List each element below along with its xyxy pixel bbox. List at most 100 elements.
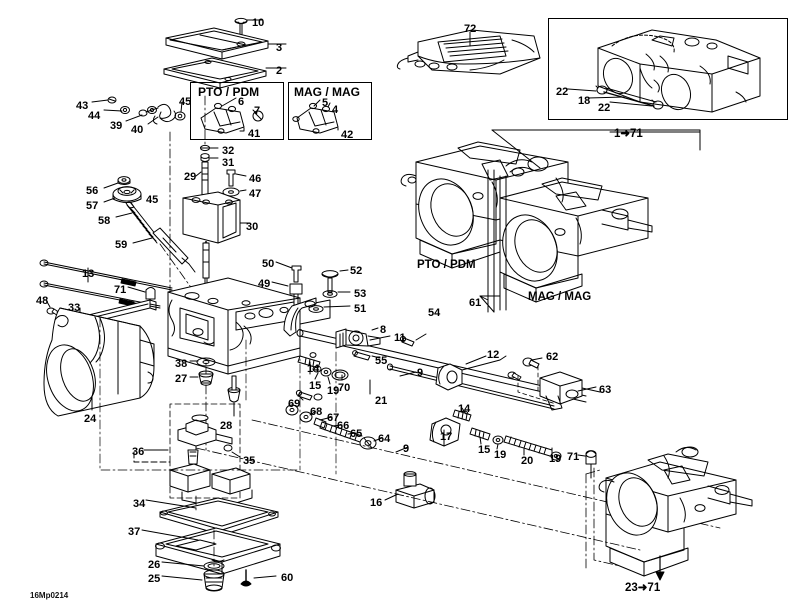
callout-56: 56 [86,185,99,197]
callout-5: 5 [322,97,329,109]
part-62-bolts [507,357,540,381]
part-15-19-right [469,427,504,445]
callout-39: 39 [110,120,123,132]
callout-20: 20 [521,455,534,467]
callout-41: 41 [248,128,261,140]
callout-48: 48 [36,295,49,307]
drawing-code: 16Mp0214 [30,591,69,600]
callout-15-right: 15 [478,444,491,456]
inset-pto-pdm-box [190,82,284,140]
part-27-nut [198,370,214,386]
callout-11: 11 [394,332,406,344]
part-16-fitting [395,471,436,509]
part-bracket-arm [283,297,317,337]
part-50-screw [291,265,302,283]
callout-16: 16 [370,497,383,509]
part-51-washer2 [308,305,324,313]
callout-49: 49 [258,278,271,290]
callout-55: 55 [375,355,388,367]
part-52-screw [321,270,339,293]
callout-14-left: 14 [307,363,320,375]
inset-mag-mag-box [288,82,372,140]
callout-42: 42 [341,129,354,141]
callout-68: 68 [310,406,323,418]
callout-72: 72 [464,23,477,35]
callout-21: 21 [375,395,388,407]
callout-22-left: 22 [556,86,569,98]
callout-32: 32 [222,145,235,157]
callout-64: 64 [378,433,391,445]
part-37-float-bowl [155,527,281,575]
callout-45-top: 45 [179,96,192,108]
callout-65: 65 [350,428,363,440]
callout-7: 7 [254,105,261,117]
part-60-screw [240,569,252,587]
part-group-64-68 [285,404,377,450]
callout-9-mid: 9 [417,367,424,379]
callout-13: 13 [82,268,95,280]
callout-36: 36 [132,446,145,458]
part-25-drain-plug [203,569,225,592]
inset-pto-pdm-label: PTO / PDM [198,85,260,99]
callout-43: 43 [76,100,89,112]
part-59-plunger [152,227,196,273]
part-group-36-floats [169,414,253,509]
part-55-clip [352,350,371,361]
assembly-23-71-carb [598,446,753,581]
callout-57: 57 [86,200,99,212]
callout-66: 66 [337,420,350,432]
callout-51: 51 [354,303,367,315]
callout-25: 25 [148,573,161,585]
callout-70: 70 [338,382,351,394]
callout-17: 17 [440,431,453,443]
part-30-body [182,191,241,244]
callout-6: 6 [238,96,245,108]
part-71-ball-right [585,450,597,479]
callout-71-left: 71 [114,284,127,296]
callout-35: 35 [243,455,256,467]
callout-53: 53 [354,288,367,300]
callout-71-right: 71 [567,451,580,463]
callout-3: 3 [276,42,283,54]
part-47-washer [222,187,240,197]
callout-62: 62 [546,351,559,363]
part-20-spring [503,435,553,457]
inset-engine-art [595,29,761,113]
range-label-23-71: 23➜71 [625,582,661,594]
range-label-1-71: 1➜71 [614,128,643,140]
callout-26: 26 [148,559,161,571]
callout-60: 60 [281,572,294,584]
part-17-lever [429,417,461,447]
callout-46: 46 [249,173,262,185]
callout-19-left: 19 [327,385,340,397]
callout-12: 12 [487,349,500,361]
part-group-14-15-19 [297,352,332,377]
callout-28: 28 [220,420,233,432]
callout-58: 58 [98,215,111,227]
callout-4: 4 [332,104,339,116]
callout-40: 40 [131,124,144,136]
callout-27: 27 [175,373,188,385]
part-63-bracket [539,371,601,411]
part-53-washer [322,290,338,298]
callout-22-right: 22 [598,102,611,114]
inset-mag-mag-label: MAG / MAG [294,85,360,99]
callout-31: 31 [222,157,235,169]
callout-8: 8 [380,324,387,336]
inset-engine-box [548,18,788,120]
callout-14-right: 14 [458,403,471,415]
part-69-pin [295,389,323,401]
callout-29: 29 [184,171,197,183]
part-54-screw [399,335,415,347]
callout-30: 30 [246,221,259,233]
part-2-gasket [163,57,267,89]
callout-19-far: 19 [549,453,562,465]
callout-19-right: 19 [494,449,507,461]
callout-63: 63 [599,384,612,396]
callout-50: 50 [262,258,275,270]
part-19-far [550,451,562,461]
callout-45-mid: 45 [146,194,159,206]
callout-33: 33 [68,302,81,314]
